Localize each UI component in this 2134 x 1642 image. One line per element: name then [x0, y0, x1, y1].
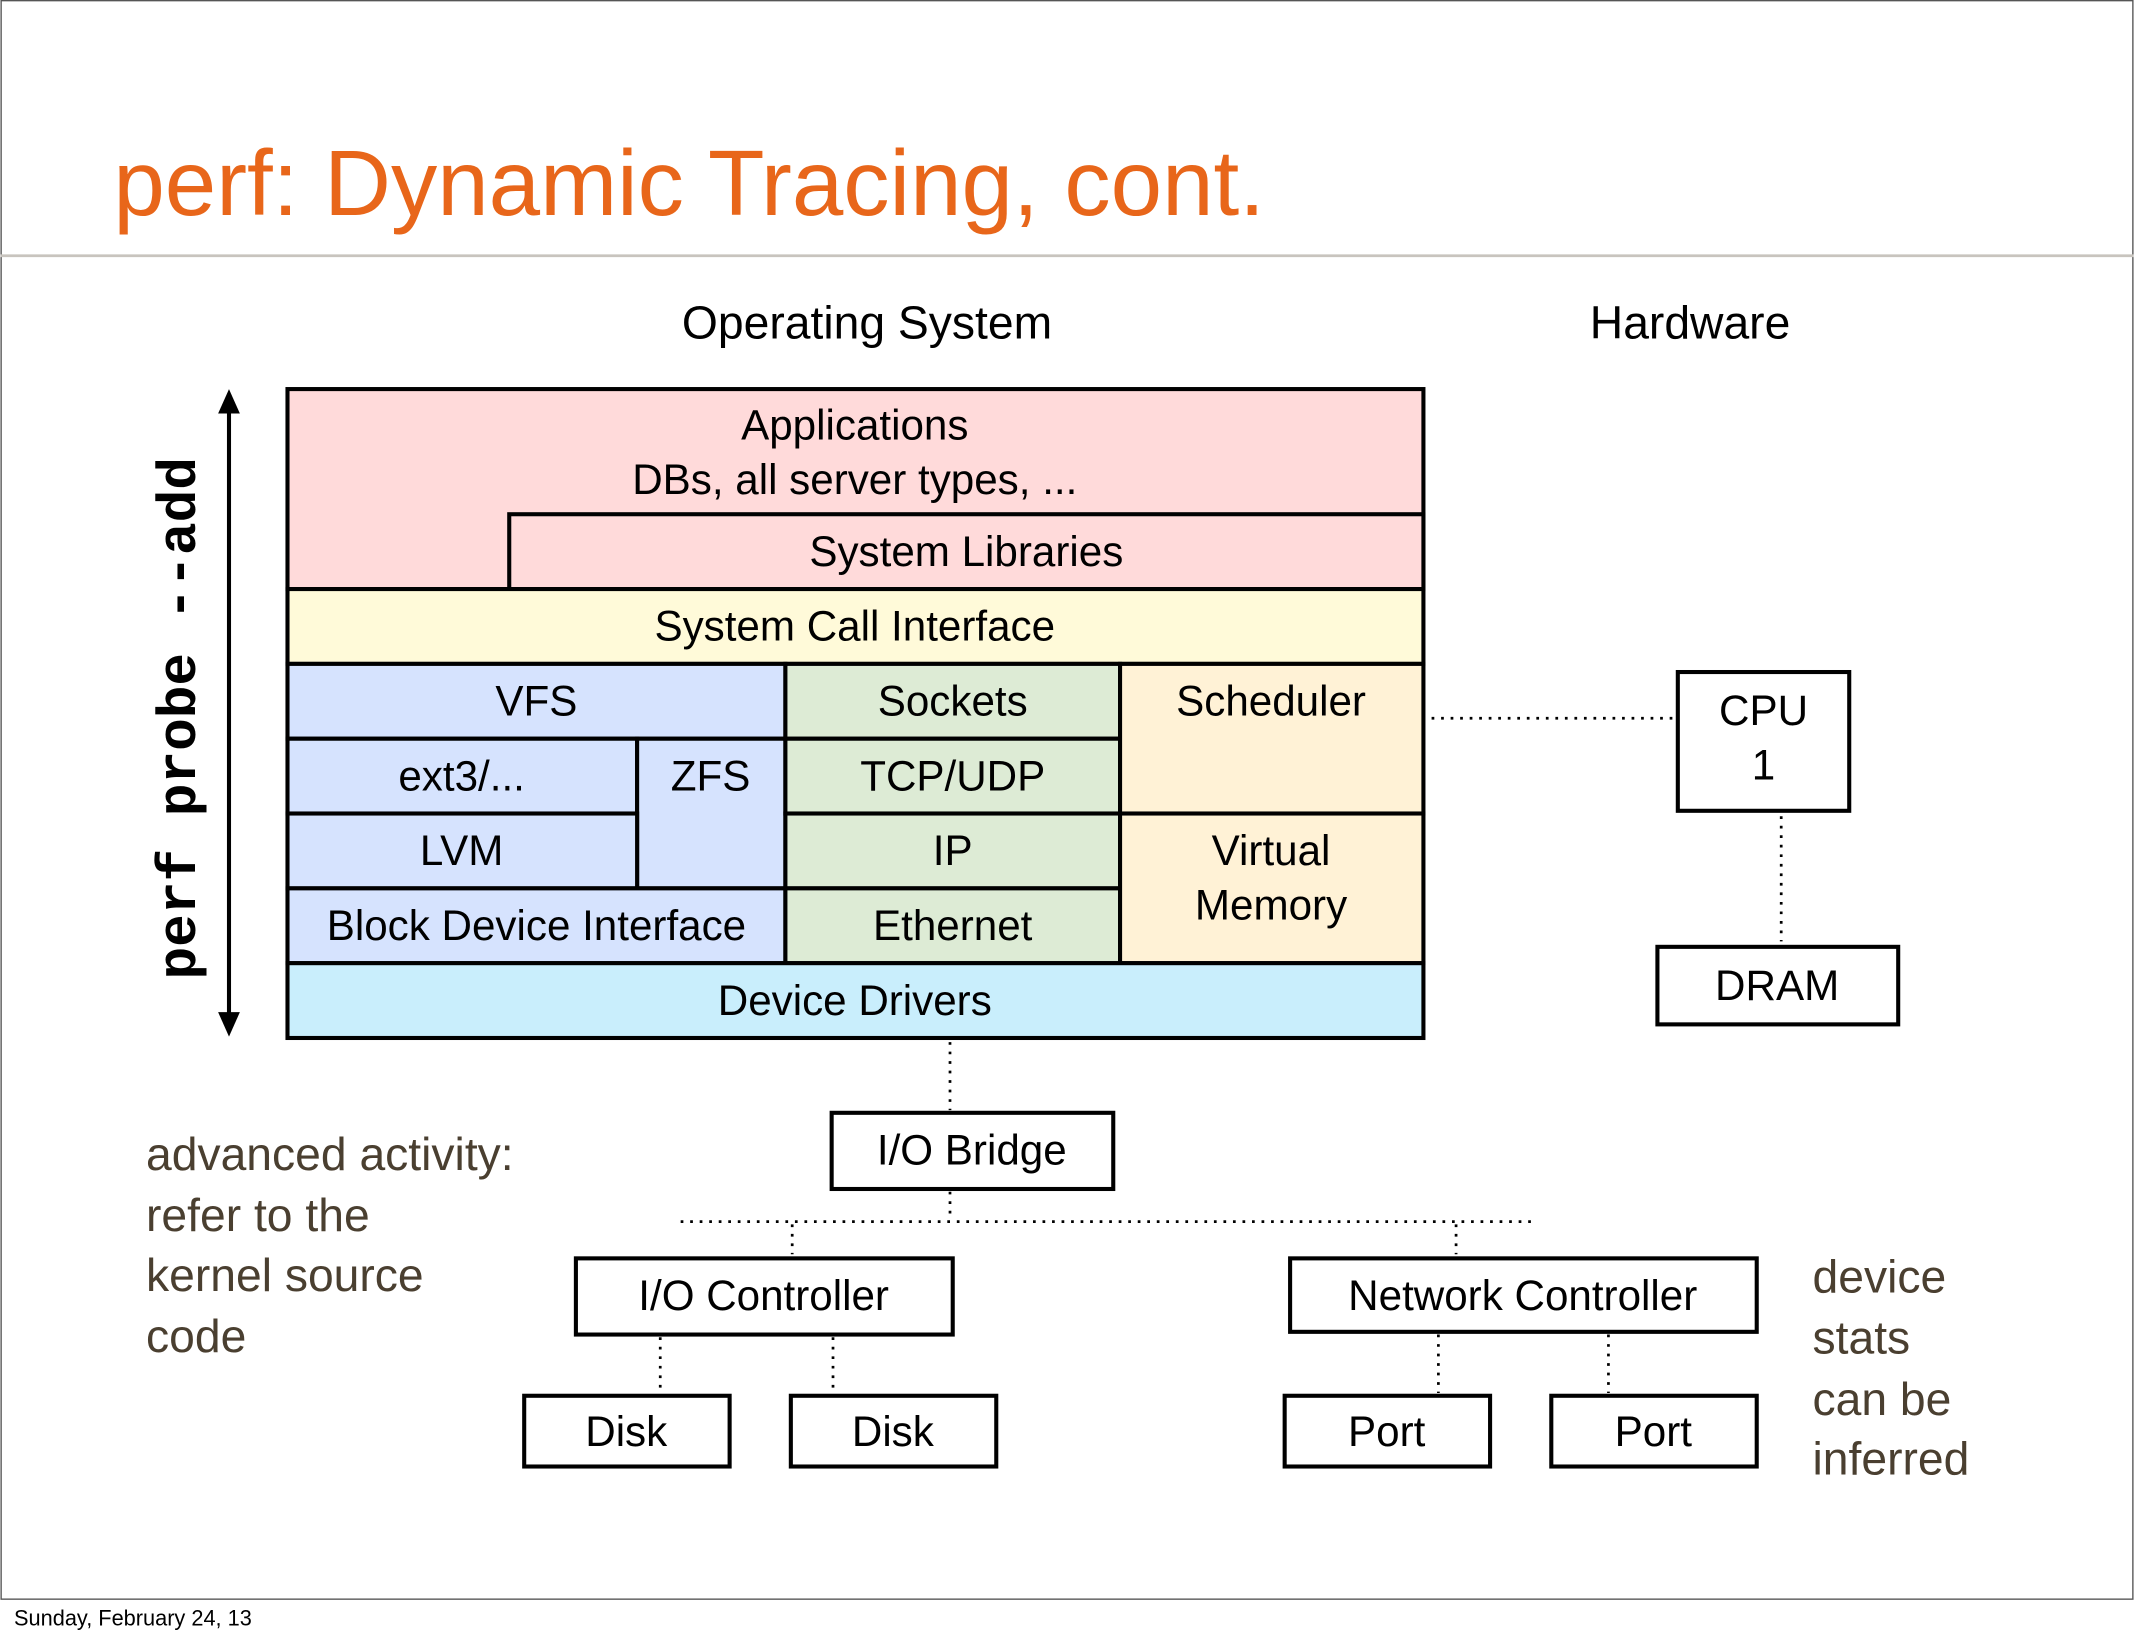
dram-box [1655, 944, 1901, 1027]
left-note-line: refer to the [146, 1189, 370, 1241]
disk1-box [522, 1393, 732, 1469]
disk2-label: Disk [852, 1408, 935, 1455]
disk1-label: Disk [585, 1408, 668, 1455]
virtual-label: Virtual [1212, 827, 1331, 874]
cpu-number: 1 [1752, 742, 1775, 789]
dram-label: DRAM [1715, 962, 1839, 1009]
port1-box [1282, 1393, 1493, 1469]
perf-probe-label: perf probe --add [151, 457, 212, 979]
block-device-label: Block Device Interface [327, 902, 746, 949]
zfs-label: ZFS [671, 752, 751, 799]
system-libraries-label: System Libraries [809, 528, 1123, 575]
vertical-double-arrow-icon [218, 389, 240, 1037]
ext3-label: ext3/... [398, 752, 525, 799]
cpu-label: CPU [1719, 687, 1808, 734]
lvm-label: LVM [420, 827, 504, 874]
hardware-diagram: CPU 1 DRAM I/O Bridge I/O Controller Net… [522, 669, 1901, 1469]
right-note: device stats can be inferred [1812, 1250, 1969, 1484]
network-controller-label: Network Controller [1348, 1272, 1697, 1319]
ext3-box [285, 736, 640, 816]
tcp-udp-label: TCP/UDP [860, 752, 1045, 799]
hardware-heading: Hardware [1590, 297, 1791, 349]
right-note-line: stats [1812, 1312, 1910, 1364]
slide-title: perf: Dynamic Tracing, cont. [113, 131, 1265, 235]
device-drivers-layer [285, 961, 1426, 1041]
ethernet-label: Ethernet [873, 902, 1033, 949]
ip-label: IP [933, 827, 973, 874]
left-note-line: code [146, 1310, 246, 1362]
right-note-line: inferred [1812, 1433, 1969, 1485]
memory-label: Memory [1195, 882, 1347, 929]
scheduler-box [1118, 661, 1426, 816]
os-heading: Operating System [682, 297, 1052, 349]
io-controller-box [573, 1256, 955, 1337]
left-note: advanced activity: refer to the kernel s… [146, 1128, 514, 1362]
virtual-memory-box [1118, 811, 1426, 966]
device-drivers-label: Device Drivers [718, 977, 992, 1024]
io-bridge-label: I/O Bridge [877, 1127, 1067, 1174]
syscall-layer [285, 587, 1426, 666]
left-note-line: kernel source [146, 1249, 424, 1301]
left-note-line: advanced activity: [146, 1128, 514, 1180]
vfs-label: VFS [495, 678, 577, 725]
scheduler-label: Scheduler [1176, 678, 1366, 725]
right-note-line: device [1812, 1250, 1946, 1302]
disk2-box [788, 1393, 999, 1469]
sockets-box [783, 661, 1123, 741]
applications-sub-label: DBs, all server types, ... [632, 456, 1077, 503]
network-controller-box [1288, 1256, 1759, 1334]
system-libraries-layer [507, 512, 1426, 592]
applications-label: Applications [741, 401, 968, 448]
lvm-box [285, 811, 640, 891]
footer-date: Sunday, February 24, 13 [14, 1606, 252, 1631]
port2-label: Port [1615, 1408, 1693, 1455]
port1-label: Port [1348, 1408, 1426, 1455]
sockets-label: Sockets [878, 678, 1028, 725]
port2-box [1549, 1393, 1759, 1469]
io-bridge-box [829, 1110, 1116, 1192]
io-controller-label: I/O Controller [638, 1272, 889, 1319]
ip-box [783, 811, 1123, 891]
syscall-label: System Call Interface [654, 603, 1055, 650]
right-note-line: can be [1812, 1373, 1951, 1425]
os-stack: Applications DBs, all server types, ... … [285, 387, 1426, 1041]
tcp-udp-box [783, 736, 1123, 816]
cpu-box [1675, 669, 1852, 813]
